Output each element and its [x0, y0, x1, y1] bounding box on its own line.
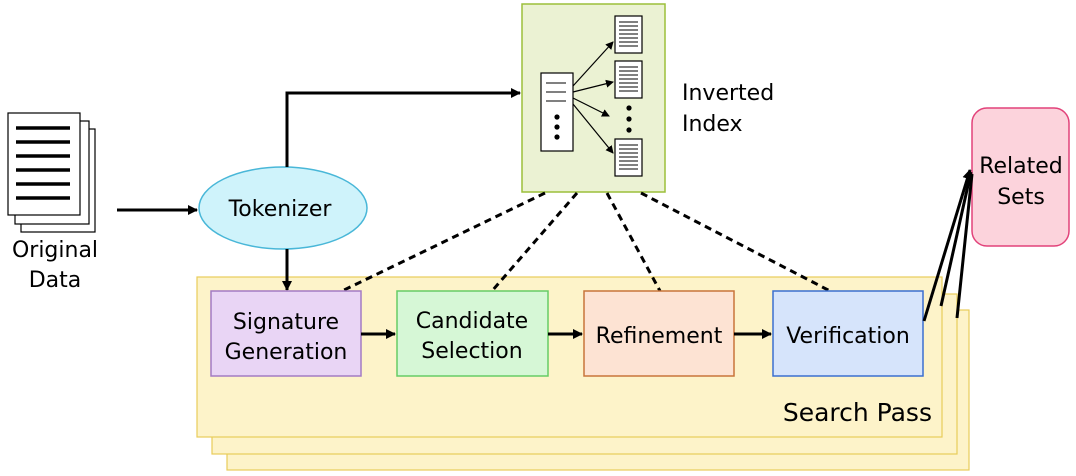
- stage-box: [583, 290, 735, 377]
- output-arrow: [922, 169, 973, 322]
- index-link-dashed: [640, 191, 831, 293]
- posting-list-icon: [614, 138, 643, 177]
- inverted-index-node: [521, 3, 666, 193]
- stage-refinement: Refinement: [583, 290, 735, 377]
- original-data-label-line1: Original: [12, 238, 98, 263]
- index-link-dashed: [605, 192, 662, 292]
- index-link-dashed: [341, 191, 546, 293]
- posting-list-icon: [614, 15, 643, 54]
- index-link-dashed: [490, 192, 579, 292]
- output-arrow: [939, 171, 973, 307]
- stage-signature-generation: Signature Generation: [210, 290, 362, 377]
- stage-box: [210, 290, 362, 377]
- stage-label: Verification: [786, 324, 910, 349]
- output-arrow: [955, 173, 974, 319]
- stage-label-line2: Selection: [421, 339, 522, 364]
- original-data-label-line2: Data: [29, 268, 82, 293]
- stage-label: Refinement: [596, 324, 723, 349]
- posting-list-icon: [614, 60, 643, 99]
- index-pointer-arrow: [572, 79, 614, 93]
- tokenizer-node: [198, 166, 368, 250]
- inverted-index-label-line2: Index: [682, 112, 743, 137]
- related-sets-label-line2: Sets: [997, 185, 1045, 210]
- inverted-index-label-line1: Inverted: [682, 81, 774, 106]
- search-pass-label: Search Pass: [783, 398, 932, 427]
- stage-box: [772, 290, 924, 377]
- index-links: [341, 191, 831, 293]
- tokenizer-label: Tokenizer: [228, 197, 333, 222]
- stage-label-line1: Candidate: [416, 309, 528, 334]
- related-sets-label-line1: Related: [979, 154, 1063, 179]
- stage-candidate-selection: Candidate Selection: [396, 290, 549, 377]
- stage-label-line1: Signature: [233, 310, 339, 335]
- index-pointer-arrow: [572, 41, 614, 87]
- stage-label-line2: Generation: [225, 340, 348, 365]
- original-data-icon: [7, 112, 96, 233]
- stage-box: [396, 290, 549, 377]
- index-pointer-arrow: [572, 103, 614, 154]
- index-pointer-arrow: [572, 97, 610, 117]
- tokenizer-to-index-arrow: [285, 88, 521, 167]
- stage-verification: Verification: [772, 290, 924, 377]
